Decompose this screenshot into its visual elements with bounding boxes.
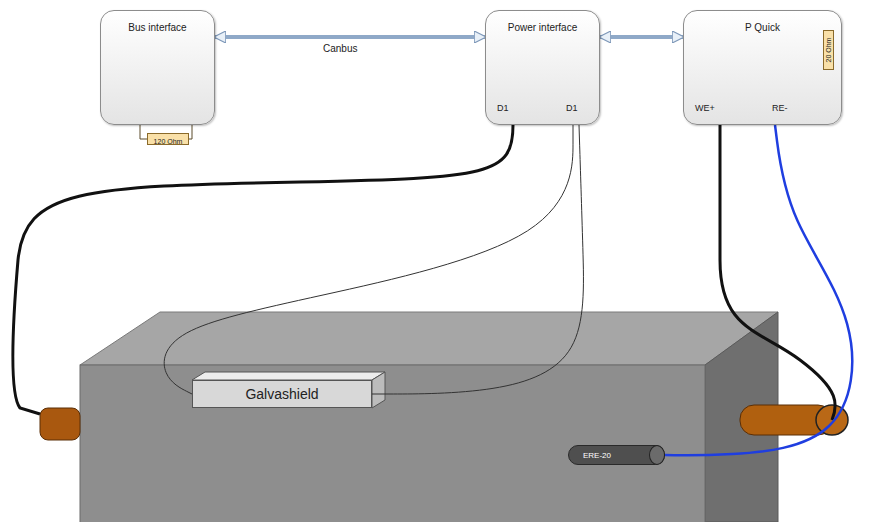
block-top [80,312,778,365]
anode-box: Galvashield [192,380,372,408]
pin-name: RE- [772,103,788,113]
reference-electrode: ERE-20 [568,445,665,465]
resistor-symbol: 120 Ohm [147,133,189,145]
pin-name: D1 [566,103,578,113]
galvashield-prism [192,372,385,408]
device-box: Bus interface [100,10,215,125]
box-title: Bus interface [128,22,186,33]
wire [372,125,583,394]
bus-arrow [600,35,683,39]
anode-body [40,408,80,440]
block-front [80,365,705,522]
bus-arrow [215,35,485,39]
box-title: Power interface [508,22,577,33]
anode-wire [13,125,513,414]
right-anode [740,405,848,435]
prism-top [192,372,385,380]
electrode-cap [649,445,665,465]
resistor-symbol: 20 Ohm [823,30,834,70]
node-label: ERE-20 [583,451,611,460]
prism-side [372,372,385,408]
wire [164,125,573,394]
anode-wire [720,125,835,420]
box-title: P Quick [745,22,780,33]
node-label: Galvashield [245,386,318,402]
pin-name: D1 [497,103,509,113]
node-label: 120 Ohm [154,137,183,147]
node-label: 20 Ohm [825,38,833,63]
edge-label: Canbus [323,43,357,54]
concrete-block [80,312,778,522]
left-anode [40,408,80,440]
pin-name: WE+ [695,103,715,113]
wire [665,125,852,455]
